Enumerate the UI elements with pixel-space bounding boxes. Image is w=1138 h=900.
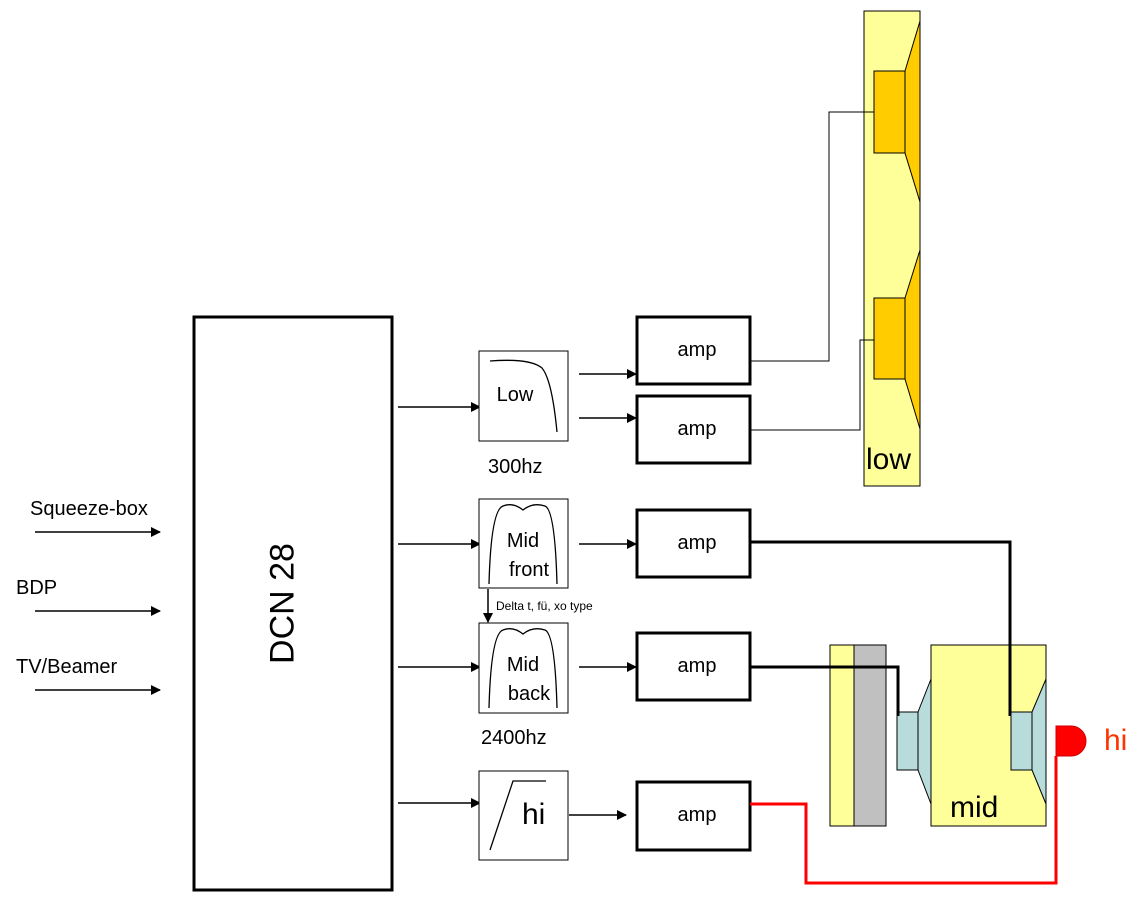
amp-box-3 [635,508,752,579]
amp-box-5 [635,780,752,852]
amp-label-1: amp [677,339,717,361]
mid-back-label-line1: Mid [506,654,540,676]
wire-amp1-to-low [750,111,874,362]
mid-back-driver-cone [917,678,932,805]
mid-front-label-line1: Mid [506,530,540,552]
hi-filter-box [478,770,569,861]
delta-note-label: Delta t, fü, xo type [496,599,593,613]
amp-box-2 [635,394,752,465]
wire-amp5-to-hi [750,756,1058,885]
hi-tweeter-icon [1055,725,1087,757]
mid-back-driver-magnet [896,711,919,771]
amp-label-4: amp [677,655,717,677]
wire-amp2-to-low [750,339,874,431]
processor-label: DCN 28 [263,543,302,664]
input-label-bdp: BDP [16,577,58,599]
input-label-tv-beamer: TV/Beamer [16,656,118,678]
input-label-squeeze-box: Squeeze-box [30,498,148,520]
amp-box-4 [635,631,752,702]
lowpass-curve [489,359,558,433]
amp-label-5: amp [677,804,717,826]
low-speaker-label: low [866,443,912,476]
highpass-curve [489,780,546,851]
mid-front-driver-magnet [1010,711,1033,771]
mid-back-frequency-label: 2400hz [481,727,547,749]
wire-amp4-to-mid-back [750,665,900,716]
dcn-processor-box [192,315,394,892]
hi-speaker-label: hi [1104,724,1128,757]
mid-speaker-label: mid [950,791,999,824]
mid-front-label-line2: front [508,559,550,581]
low-driver-magnet-top [873,70,906,154]
low-filter-label: Low [496,384,534,406]
mid-front-filter-box [478,498,569,589]
low-driver-magnet-bottom [873,297,906,380]
mid-back-filter-box [478,622,569,714]
mid-front-panel [829,644,855,827]
amp-label-3: amp [677,532,717,554]
hi-filter-label: hi [522,798,546,831]
mid-gray-panel [853,644,887,827]
bandpass-curve-back [488,628,558,709]
mid-back-label-line2: back [507,683,551,705]
amp-box-1 [635,315,752,386]
low-filter-box [478,350,569,442]
wire-amp3-to-mid-front [750,540,1012,716]
amp-label-2: amp [677,418,717,440]
low-frequency-label: 300hz [488,456,543,478]
bandpass-curve-front [488,504,558,585]
